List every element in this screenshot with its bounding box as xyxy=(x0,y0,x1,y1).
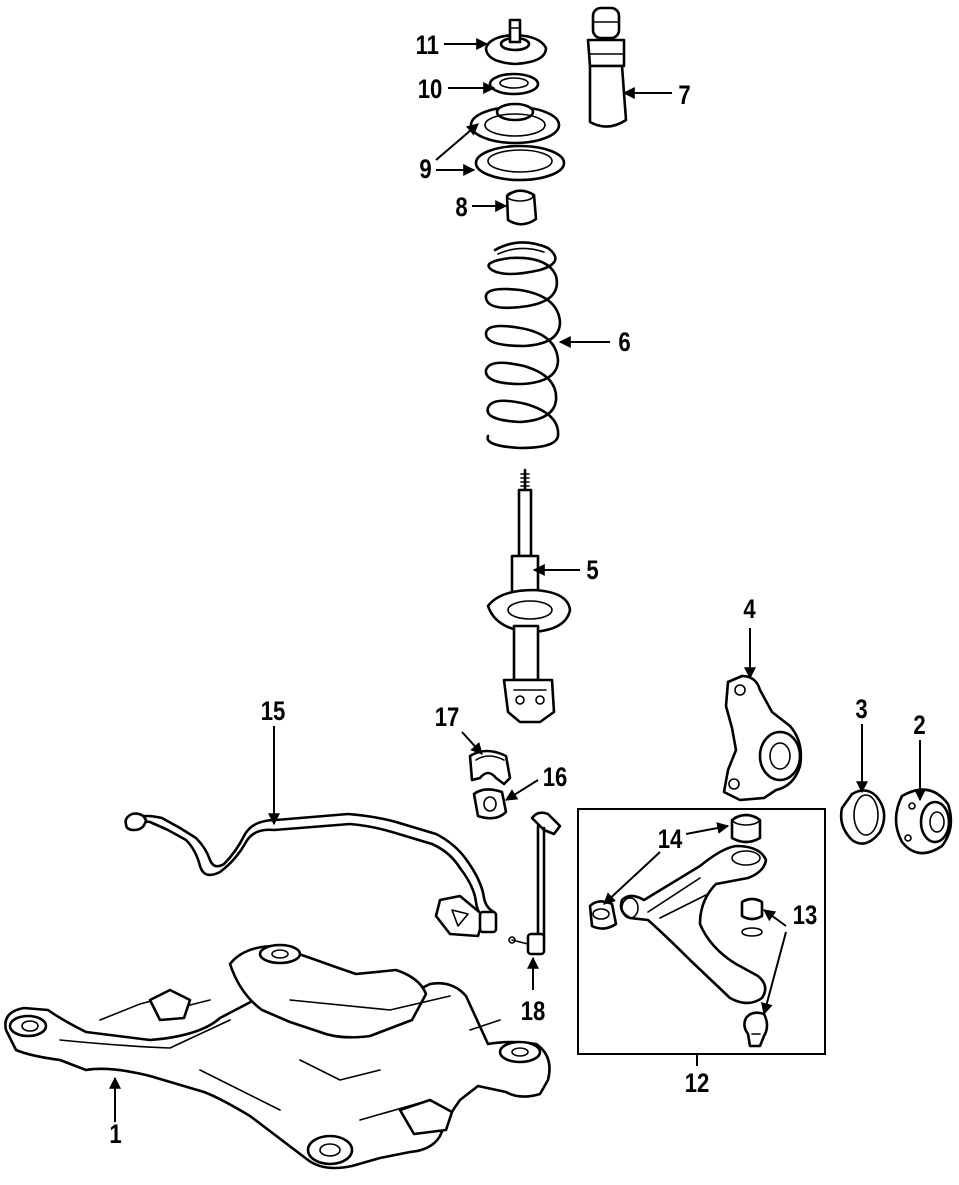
wheel-hub xyxy=(894,788,953,855)
steering-knuckle xyxy=(722,674,803,802)
callout-2: 2 xyxy=(913,711,925,741)
callout-3: 3 xyxy=(855,695,867,725)
wheel-bearing xyxy=(839,789,886,845)
callout-15: 15 xyxy=(261,697,286,727)
dust-boot xyxy=(586,6,628,128)
callout-10: 10 xyxy=(418,75,443,105)
callout-17: 17 xyxy=(435,703,460,733)
leader-lines xyxy=(109,38,926,1122)
stabilizer-bushing xyxy=(472,788,508,820)
strut-assembly xyxy=(486,468,572,724)
callout-4: 4 xyxy=(743,595,756,625)
callout-11: 11 xyxy=(416,31,440,61)
callout-7: 7 xyxy=(678,81,690,111)
callout-13: 13 xyxy=(793,901,818,931)
control-arm-bushing-rear xyxy=(730,813,762,844)
stabilizer-link xyxy=(508,811,562,956)
stabilizer-bushing-bracket xyxy=(468,749,512,786)
ball-joint xyxy=(740,897,769,1048)
callout-5: 5 xyxy=(586,556,599,586)
callout-8: 8 xyxy=(455,193,467,223)
callout-labels: 11 10 7 9 8 6 5 4 3 2 15 17 16 14 13 18 … xyxy=(109,31,925,1150)
control-arm-bushing-front xyxy=(588,900,618,930)
upper-spring-seat xyxy=(469,102,561,145)
callout-18: 18 xyxy=(521,997,546,1027)
lower-control-arm-box xyxy=(577,808,826,1055)
callout-14: 14 xyxy=(658,825,683,855)
callout-6: 6 xyxy=(618,328,630,358)
lower-control-arm xyxy=(619,844,768,1005)
coil-spring xyxy=(484,241,562,450)
callout-16: 16 xyxy=(543,763,568,793)
spring-insulator xyxy=(474,144,566,182)
bump-stop xyxy=(505,189,538,226)
strut-bearing xyxy=(488,72,540,96)
callout-12: 12 xyxy=(685,1069,710,1099)
engine-cradle-subframe xyxy=(4,943,551,1170)
callout-1: 1 xyxy=(109,1120,122,1150)
callout-9: 9 xyxy=(419,155,431,185)
stabilizer-bar xyxy=(124,812,498,938)
upper-strut-mount xyxy=(484,18,548,66)
